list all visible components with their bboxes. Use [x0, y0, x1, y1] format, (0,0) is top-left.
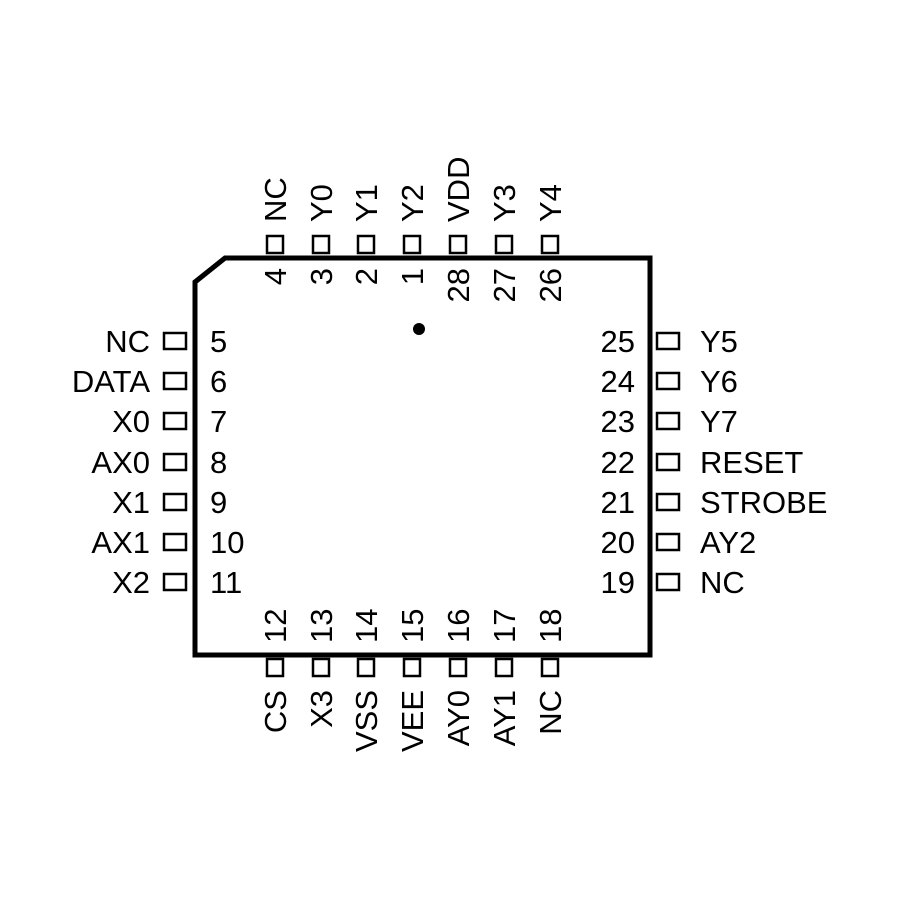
pin-number-23: 23 — [601, 404, 635, 439]
pin-pad-14 — [356, 657, 376, 678]
pin-number-7: 7 — [210, 404, 227, 439]
pin-name-4-nc: NC — [258, 177, 293, 222]
pin-number-9: 9 — [210, 485, 227, 520]
pin-pad-20 — [655, 532, 681, 552]
pin-name-21-strobe: STROBE — [700, 485, 827, 520]
pin-name-25-y5: Y5 — [700, 324, 738, 359]
pin-name-14-vss: VSS — [349, 690, 384, 752]
pin-number-19: 19 — [601, 565, 635, 600]
pin-name-17-ay1: AY1 — [487, 690, 522, 746]
pin-pad-19 — [655, 572, 681, 592]
pin-pad-27 — [494, 234, 514, 255]
pin-pad-2 — [356, 234, 376, 255]
pin-number-15: 15 — [395, 609, 430, 643]
pin-pad-10 — [162, 532, 188, 552]
pin-name-18-nc: NC — [533, 690, 568, 735]
pin-pad-25 — [655, 331, 681, 351]
pin-name-22-reset: RESET — [700, 445, 803, 480]
pin-pad-26 — [540, 234, 560, 255]
pin-name-5-nc: NC — [105, 324, 150, 359]
pin-name-26-y4: Y4 — [533, 184, 568, 222]
pin-number-17: 17 — [487, 609, 522, 643]
pin-name-8-ax0: AX0 — [91, 445, 150, 480]
pin-pad-8 — [162, 452, 188, 472]
pin-name-24-y6: Y6 — [700, 364, 738, 399]
pin-number-25: 25 — [601, 324, 635, 359]
pin-number-16: 16 — [441, 609, 476, 643]
pin-name-1-y2: Y2 — [395, 184, 430, 222]
pin-name-6-data: DATA — [72, 364, 150, 399]
pin-pad-12 — [265, 657, 285, 678]
pin-number-21: 21 — [601, 485, 635, 520]
pin-name-11-x2: X2 — [112, 565, 150, 600]
pin-name-9-x1: X1 — [112, 485, 150, 520]
pin-pad-28 — [448, 234, 468, 255]
pin-number-11: 11 — [210, 565, 242, 600]
pin-number-6: 6 — [210, 364, 227, 399]
pin-pad-18 — [540, 657, 560, 678]
pin-pad-7 — [162, 411, 188, 431]
pin-number-12: 12 — [258, 609, 293, 643]
pin-name-19-nc: NC — [700, 565, 745, 600]
pin-pad-16 — [448, 657, 468, 678]
pin-name-28-vdd: VDD — [441, 157, 476, 222]
pin-number-1: 1 — [395, 268, 430, 285]
pin-name-3-y0: Y0 — [304, 184, 339, 222]
pin-name-12-cs: CS — [258, 690, 293, 733]
pin-number-3: 3 — [304, 268, 339, 285]
pin-pad-22 — [655, 452, 681, 472]
pin-pad-11 — [162, 572, 188, 592]
pin-name-15-vee: VEE — [395, 690, 430, 752]
pin1-indicator-dot — [413, 323, 425, 335]
pin-pad-3 — [311, 234, 331, 255]
pin-number-28: 28 — [441, 268, 476, 302]
pin-number-22: 22 — [601, 445, 635, 480]
pin-number-27: 27 — [487, 268, 522, 302]
pin-pad-24 — [655, 371, 681, 391]
pin-name-7-x0: X0 — [112, 404, 150, 439]
pin-pad-1 — [402, 234, 422, 255]
pin-name-13-x3: X3 — [304, 690, 339, 728]
pin-number-26: 26 — [533, 268, 568, 302]
pin-number-8: 8 — [210, 445, 227, 480]
pin-number-5: 5 — [210, 324, 227, 359]
pin-name-16-ay0: AY0 — [441, 690, 476, 746]
pin-number-24: 24 — [601, 364, 635, 399]
pin-pad-4 — [265, 234, 285, 255]
pin-number-4: 4 — [258, 268, 293, 285]
pin-number-2: 2 — [349, 268, 384, 285]
pin-name-27-y3: Y3 — [487, 184, 522, 222]
pin-pad-17 — [494, 657, 514, 678]
pin-pad-15 — [402, 657, 422, 678]
pin-name-23-y7: Y7 — [700, 404, 738, 439]
pin-number-10: 10 — [210, 525, 244, 560]
pin-number-14: 14 — [349, 609, 384, 643]
pin-name-2-y1: Y1 — [349, 184, 384, 222]
pin-number-18: 18 — [533, 609, 568, 643]
pin-number-13: 13 — [304, 609, 339, 643]
pin-pad-9 — [162, 492, 188, 512]
pin-name-10-ax1: AX1 — [91, 525, 150, 560]
pin-number-20: 20 — [601, 525, 635, 560]
pin-pad-13 — [311, 657, 331, 678]
pin-pad-23 — [655, 411, 681, 431]
pin-pad-5 — [162, 331, 188, 351]
pin-name-20-ay2: AY2 — [700, 525, 756, 560]
chip-body — [192, 255, 653, 658]
pin-pad-6 — [162, 371, 188, 391]
pin-pad-21 — [655, 492, 681, 512]
